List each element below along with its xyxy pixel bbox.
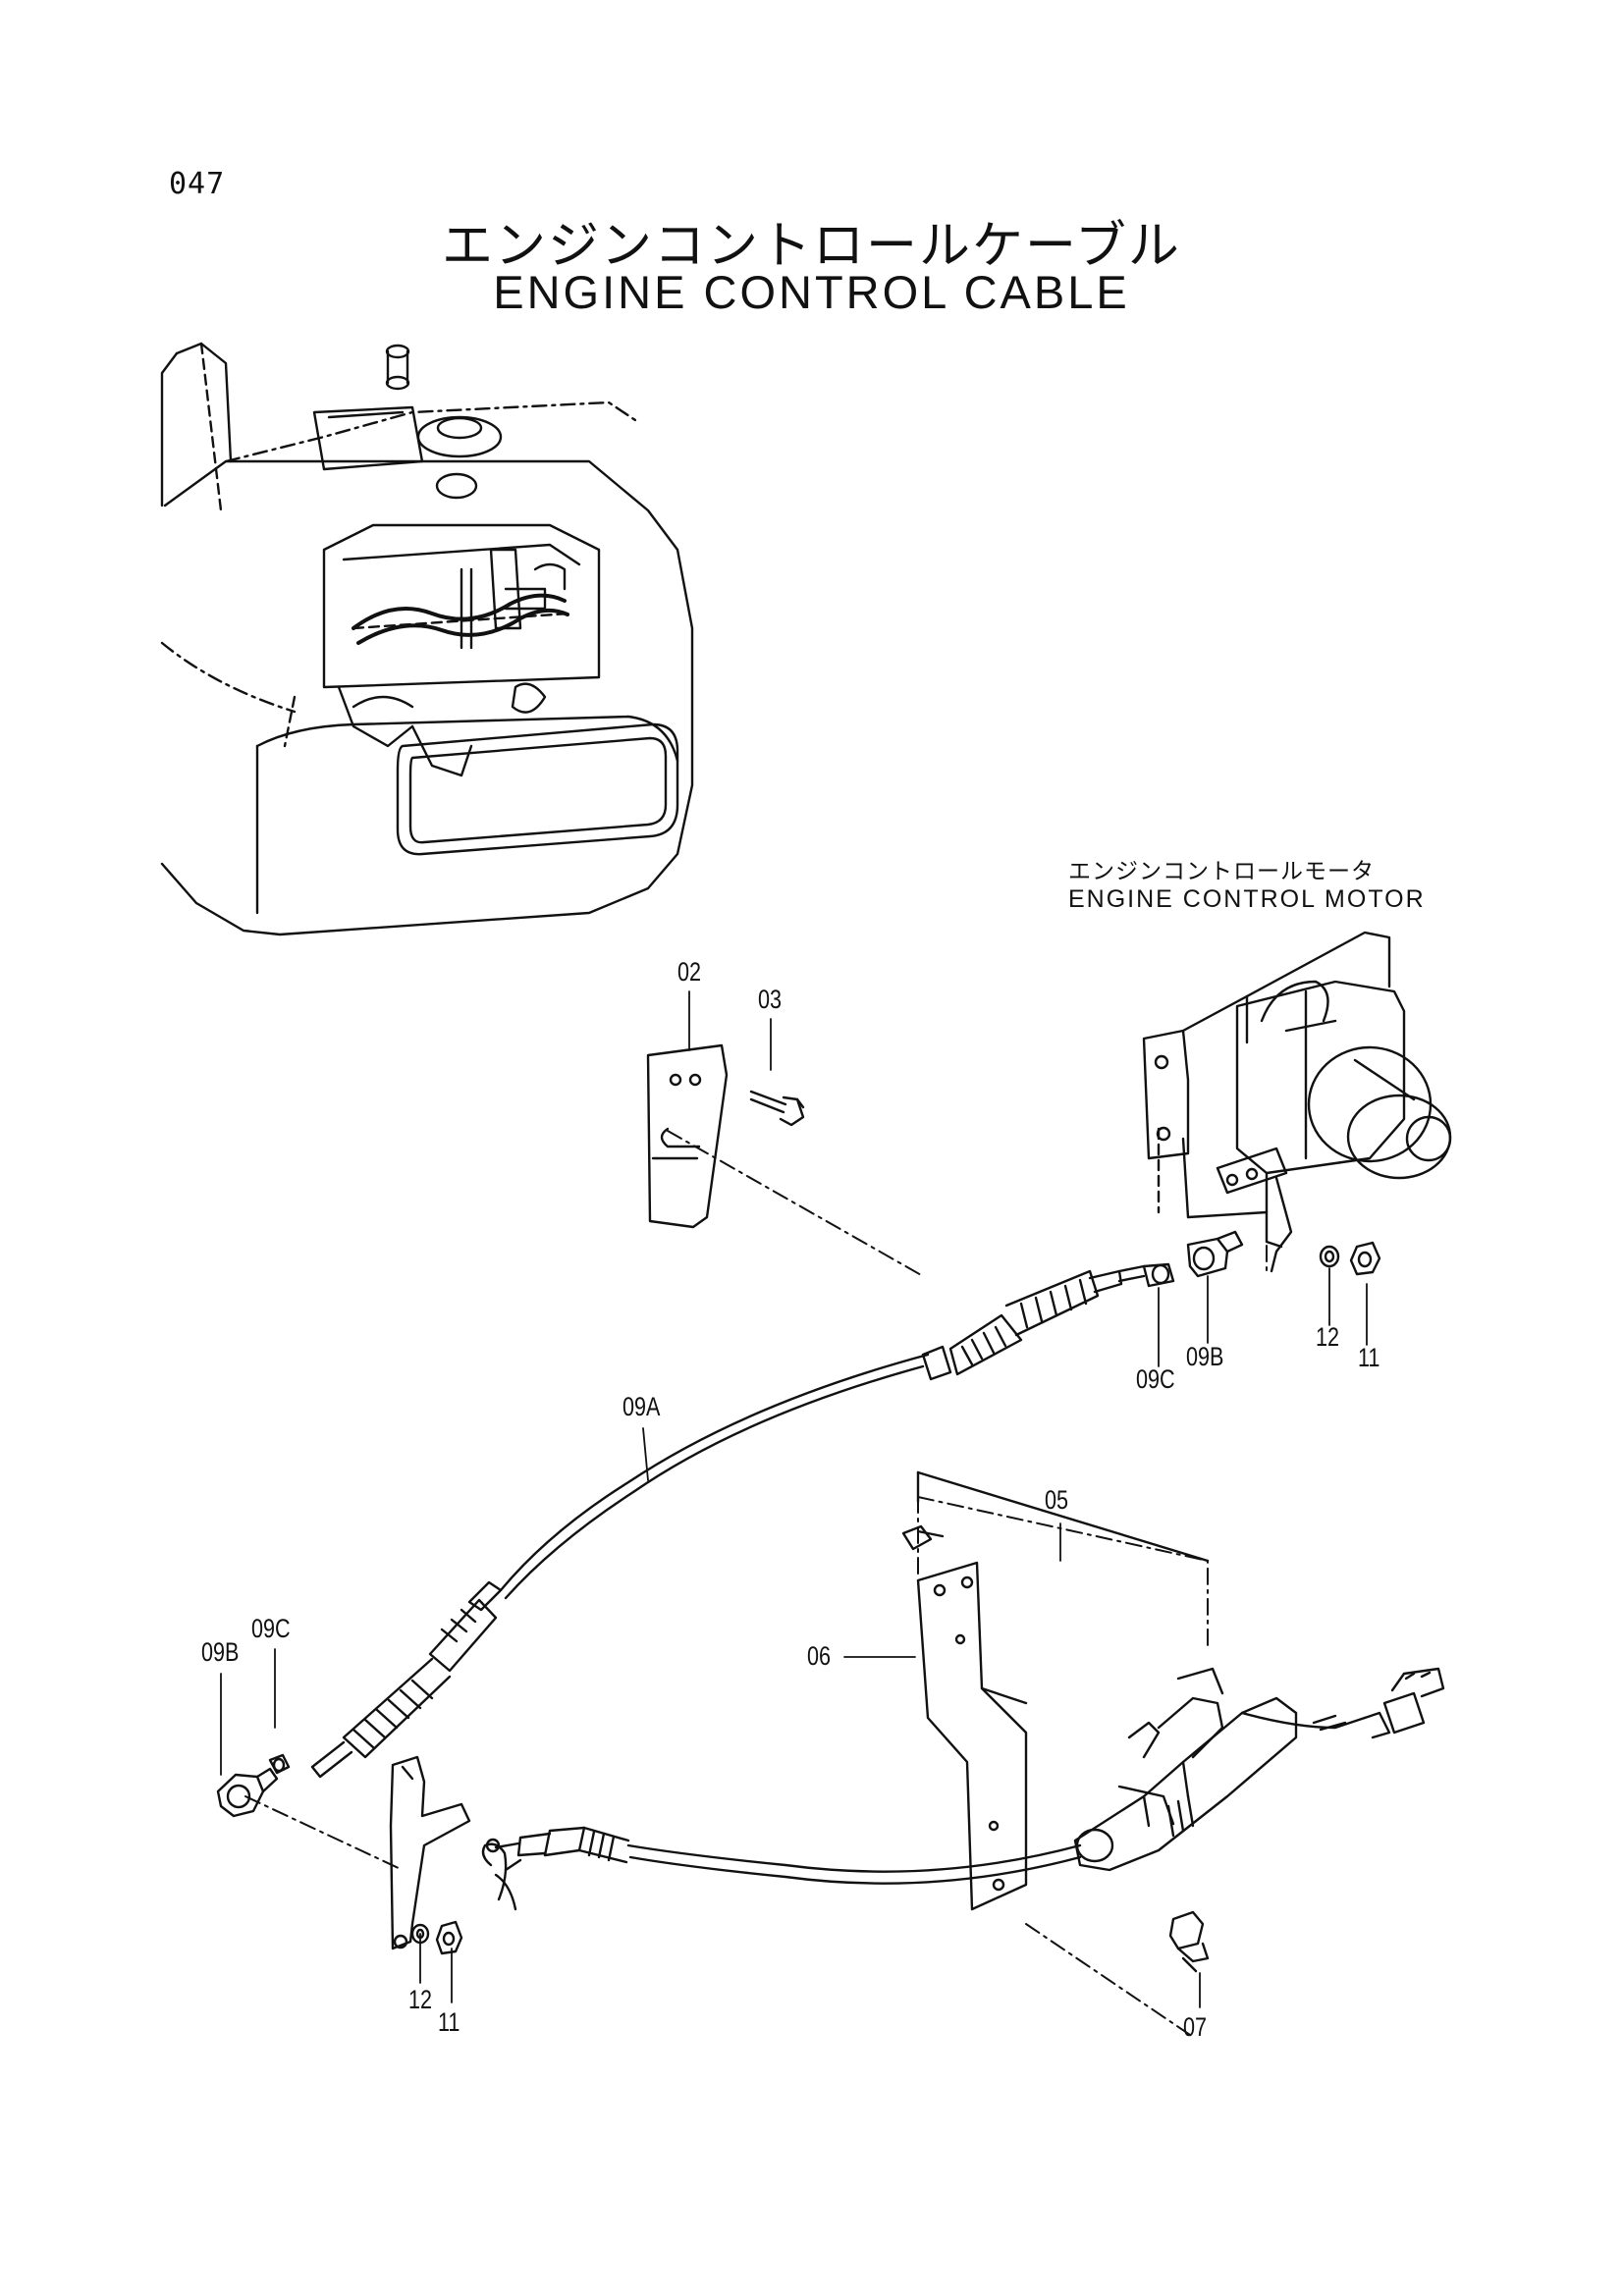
part-02-bracket bbox=[646, 1043, 729, 1229]
callout-05: 05 bbox=[1045, 1485, 1069, 1515]
callout-09b-left: 09B bbox=[201, 1637, 240, 1667]
leader-lines bbox=[220, 990, 1368, 2008]
page-number: 047 bbox=[169, 167, 226, 201]
callout-03: 03 bbox=[758, 985, 783, 1014]
callout-09b-right: 09B bbox=[1186, 1342, 1224, 1371]
machine-body-drawing bbox=[160, 342, 694, 936]
motor-label-english: ENGINE CONTROL MOTOR bbox=[1068, 885, 1426, 913]
engine-control-motor-drawing bbox=[1142, 931, 1452, 1273]
motor-label-japanese: エンジンコントロールモータ bbox=[1068, 859, 1375, 884]
callout-11-left: 11 bbox=[438, 2007, 460, 2037]
right-end-hardware bbox=[1117, 1230, 1381, 1288]
part-09a-cable bbox=[310, 1269, 1123, 1779]
callout-12-right: 12 bbox=[1316, 1322, 1340, 1352]
throttle-lever bbox=[389, 1755, 471, 1955]
title-japanese: エンジンコントロールケーブル bbox=[442, 217, 1181, 276]
callout-09c-right: 09C bbox=[1136, 1364, 1175, 1394]
callout-07: 07 bbox=[1183, 2012, 1208, 2042]
part-07-bolt bbox=[1168, 1910, 1210, 1973]
callout-12-left: 12 bbox=[408, 1985, 433, 2014]
part-06-bracket bbox=[916, 1561, 1028, 1911]
part-05-plate bbox=[901, 1470, 1210, 1563]
callout-06: 06 bbox=[807, 1641, 832, 1671]
title-english: ENGINE CONTROL CABLE bbox=[493, 266, 1130, 318]
callout-02: 02 bbox=[677, 957, 702, 987]
left-end-hardware bbox=[216, 1753, 291, 1818]
actuator-assembly bbox=[481, 1667, 1445, 1911]
connection-lines bbox=[244, 1130, 1268, 2038]
callout-09c-left: 09C bbox=[251, 1614, 291, 1643]
callout-11-right: 11 bbox=[1358, 1343, 1380, 1372]
part-03-bolt bbox=[749, 1090, 805, 1127]
callout-09a: 09A bbox=[622, 1392, 661, 1421]
